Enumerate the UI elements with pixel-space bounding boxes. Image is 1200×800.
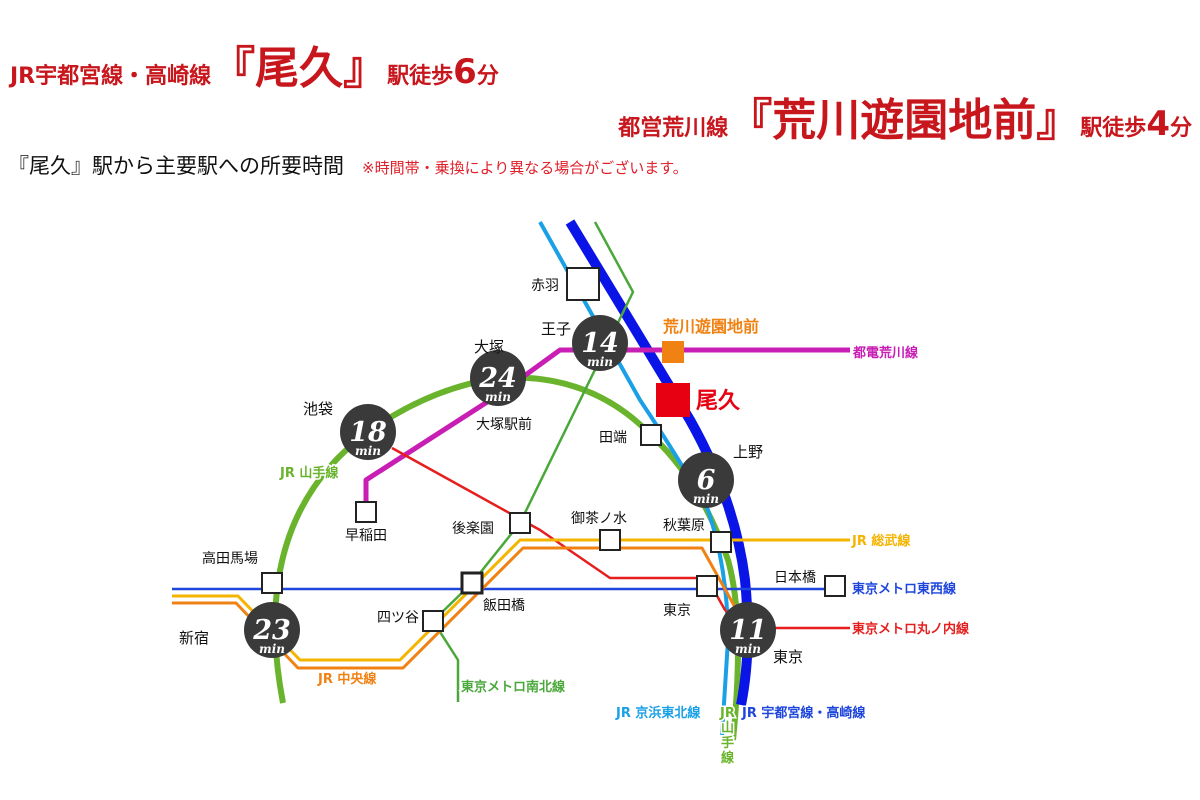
label-tabata: 田端 (599, 430, 627, 446)
headline-arakawa: 都営荒川線『荒川遊園地前』駅徒歩4分 (618, 84, 1192, 148)
walk-minutes: 6 (453, 52, 477, 92)
station-yotsuya (422, 610, 444, 632)
line-sobu (172, 538, 850, 662)
line-label-keihin: JR 京浜東北線 (615, 705, 701, 721)
label-nihombashi: 日本橋 (774, 570, 816, 586)
station-iidabashi (460, 571, 484, 595)
line-label-part: 手 (721, 735, 734, 751)
station-takadanobaba (261, 572, 283, 594)
line-label-part: 線 (721, 750, 735, 766)
time-unit: min (485, 390, 511, 404)
line-chuo (172, 546, 747, 670)
label-oji: 王子 (541, 320, 571, 338)
station-name: 『尾久』 (211, 43, 388, 94)
time-unit: min (355, 444, 381, 458)
station-oku (656, 383, 690, 417)
label-takadanobaba: 高田馬場 (202, 550, 258, 567)
line-label-sobu: JR 総武線 (851, 533, 911, 549)
time-unit: min (259, 642, 285, 656)
walk-minutes: 4 (1146, 104, 1170, 144)
line-namboku (431, 221, 635, 702)
label-tokyo-metro: 東京 (663, 603, 691, 619)
label-iidabashi: 飯田橋 (483, 597, 525, 614)
label-tokyo: 東京 (773, 648, 803, 666)
label-ochanomizu: 御茶ノ水 (571, 511, 627, 527)
time-unit: min (735, 642, 761, 656)
label-ueno: 上野 (733, 443, 763, 461)
label-korakuen: 後楽園 (452, 521, 494, 537)
time-value: 14 (581, 328, 619, 359)
subtitle-text: 『尾久』駅から主要駅への所要時間 (8, 154, 344, 178)
label-otsuka-ekimae: 大塚駅前 (476, 416, 532, 433)
time-value: 6 (697, 465, 716, 496)
label-shinjuku: 新宿 (179, 629, 209, 647)
station-arakawa-yuenchimae (662, 341, 684, 363)
line-label-utsunomiya: JR 宇都宮線・高崎線 (741, 705, 866, 721)
line-label-part: 山 (721, 720, 734, 736)
station-waseda (355, 501, 377, 523)
station-ochanomizu (599, 529, 621, 551)
line-label-chuo: JR 中央線 (317, 671, 377, 687)
time-value: 11 (729, 615, 767, 646)
line-label-tozai: 東京メトロ東西線 (852, 581, 957, 597)
walk-label: 駅徒歩 (387, 64, 454, 89)
label-otsuka: 大塚 (474, 338, 504, 356)
station-korakuen (509, 512, 531, 534)
station-akabane (566, 267, 600, 301)
subtitle: 『尾久』駅から主要駅への所要時間 ※時間帯・乗換により異なる場合がございます。 (8, 150, 688, 180)
time-unit: min (693, 492, 719, 506)
label-yotsuya: 四ツ谷 (377, 610, 419, 626)
headline-oku: JR宇都宮線・高崎線『尾久』駅徒歩6分 (10, 32, 499, 96)
line-yamanote (272, 374, 741, 741)
label-oku: 尾久 (696, 388, 740, 414)
station-tokyo-metro (696, 575, 718, 597)
line-label-part: JR (719, 706, 735, 721)
time-value: 18 (349, 417, 387, 448)
station-name: 『荒川遊園地前』 (728, 95, 1081, 146)
minutes-unit: 分 (476, 64, 499, 89)
line-label-marunouchi: 東京メトロ丸ノ内線 (852, 621, 970, 637)
label-arakawa-yuenchimae: 荒川遊園地前 (662, 317, 759, 336)
line-label-arakawa: 都電荒川線 (852, 345, 919, 361)
station-akihabara (710, 531, 732, 553)
label-akihabara: 秋葉原 (663, 518, 705, 534)
minutes-unit: 分 (1169, 116, 1192, 141)
line-label-yamanote: JR 山手線 (279, 465, 339, 481)
line-name: JR宇都宮線・高崎線 (10, 64, 212, 89)
time-value: 23 (252, 615, 291, 646)
time-unit: min (587, 355, 613, 369)
station-tabata (640, 424, 662, 446)
walk-label: 駅徒歩 (1080, 116, 1147, 141)
label-waseda: 早稲田 (345, 528, 387, 544)
label-ikebukuro: 池袋 (303, 400, 333, 418)
station-nihombashi (824, 575, 846, 597)
time-value: 24 (478, 363, 517, 394)
line-label-namboku: 東京メトロ南北線 (461, 679, 566, 695)
label-akabane: 赤羽 (531, 278, 559, 294)
line-label-yamanote-vertical: JR 山 手 線 (718, 705, 737, 768)
line-name: 都営荒川線 (618, 116, 729, 141)
note-text: ※時間帯・乗換により異なる場合がございます。 (362, 159, 688, 177)
